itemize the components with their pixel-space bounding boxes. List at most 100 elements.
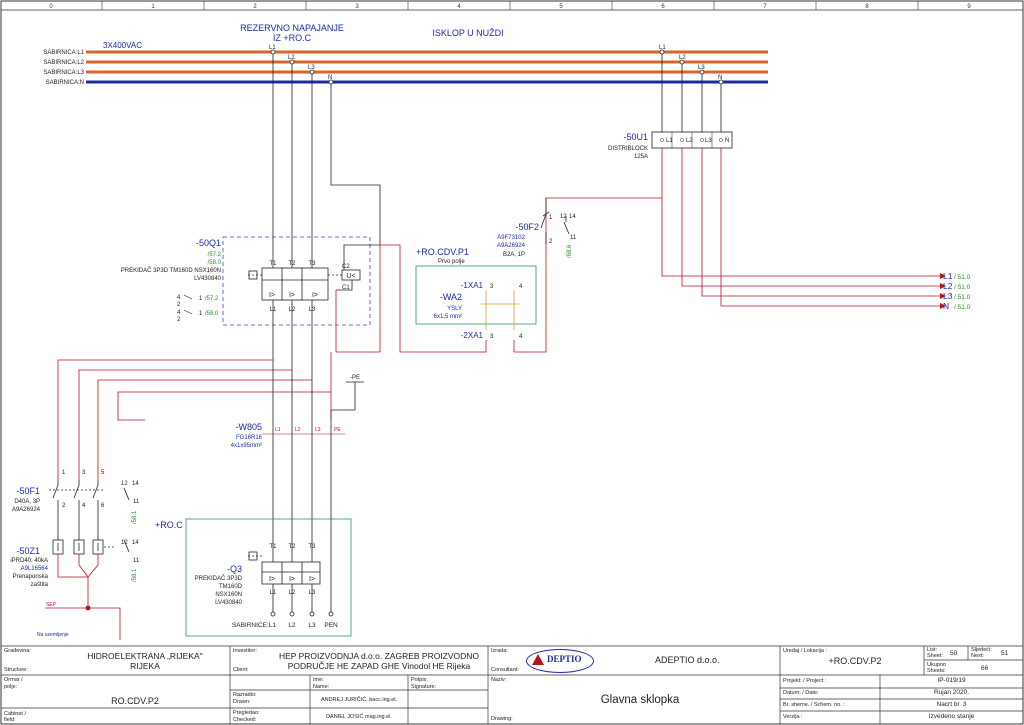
q3-term-l2: L2 xyxy=(288,622,296,629)
col-7: 7 xyxy=(763,4,767,10)
busbar-taps-right xyxy=(659,49,724,132)
q3-bot-l3: L3 xyxy=(309,590,316,596)
q1-aux1-ref: /57.2 xyxy=(205,296,219,302)
tb-list: 50 xyxy=(950,650,958,657)
tb-signature-label: Signature: xyxy=(411,684,437,690)
q1-code: LV430840 xyxy=(194,276,222,282)
busbar-l3-label: SABIRNICA:L3 xyxy=(43,70,84,76)
tap-r-l2-label: L2 xyxy=(679,55,686,61)
tap-r-n-label: N xyxy=(718,75,722,81)
q3-term-l3: L3 xyxy=(308,622,316,629)
z1-ref: /58.1 xyxy=(132,568,138,582)
field-p1-tag: +RO.CDV.P1 xyxy=(416,247,469,257)
tb-next-label: Next: xyxy=(971,653,984,659)
tb-sljedeci-label: Sljedeći: xyxy=(971,647,992,653)
field-p1-frame xyxy=(415,265,537,325)
tb-client-label: Client: xyxy=(233,667,249,673)
u1-term-n: N xyxy=(725,138,729,144)
f1-tag: -50F1 xyxy=(16,486,40,496)
q1-bot-l2: L2 xyxy=(289,307,296,313)
tb-brsheme-label: Br. sheme. / Schem. no. : xyxy=(783,702,845,708)
tb-uredaj: +RO.CDV.P2 xyxy=(828,656,882,666)
f2-tag: -50F2 xyxy=(515,222,539,232)
q1-aux1-a: 4 xyxy=(177,295,181,301)
q1-top-t2: T2 xyxy=(288,261,296,267)
column-ruler: 0 1 2 3 4 5 6 7 8 9 xyxy=(1,1,1023,11)
w805-core-pe: PE xyxy=(334,427,341,433)
w805-core-l1: L1 xyxy=(275,427,281,433)
tb-sheets-label: Sheets: xyxy=(927,668,946,674)
f2-spec: B2A, 1P xyxy=(503,252,525,258)
q3-bot-l1: L1 xyxy=(270,590,277,596)
out-l2-label: L2 xyxy=(943,281,953,291)
f2-pin-2: 2 xyxy=(549,239,553,245)
z1-aux-12: 12 xyxy=(121,540,128,546)
backup-supply-title: REZERVNO NAPAJANJE xyxy=(240,23,344,33)
z1-tag: -50Z1 xyxy=(16,546,40,556)
wa2-cores xyxy=(480,290,520,330)
f1-pin-2: 2 xyxy=(62,503,66,509)
q1-bot-l3: L3 xyxy=(309,307,316,313)
tb-polje-label: polje: xyxy=(4,684,18,690)
w805-section: 4x1x95mm² xyxy=(231,443,262,449)
f2-ref: /58.6 xyxy=(567,244,573,258)
z1-aux-14: 14 xyxy=(132,540,139,546)
q1-top-t1: T1 xyxy=(269,261,277,267)
q3-line-2: TM160D xyxy=(219,584,243,590)
tb-investitor-1: HEP PROIZVODNJA d.o.o. ZAGREB PROIZVODNO xyxy=(278,651,480,661)
tb-izrada-label: Izrada: xyxy=(491,648,508,654)
tb-brsheme: Nacrt br. 3 xyxy=(936,701,967,708)
out-n-label: N xyxy=(943,301,949,311)
tb-cabinet-label: Cabinet / xyxy=(4,711,27,717)
tb-consultant-label: Consultant: xyxy=(491,667,519,673)
out-l2-ref: / 51.0 xyxy=(954,284,971,291)
q1-aux-contacts xyxy=(183,294,193,315)
xa2-pin-3: 3 xyxy=(490,334,494,340)
tb-gradevina-label: Građevina: xyxy=(4,648,31,654)
q3-trip-2: I> xyxy=(289,576,295,583)
u1-tag: -50U1 xyxy=(623,132,648,142)
tb-naziv: Glavna sklopka xyxy=(600,694,680,706)
tb-ukupno-label: Ukupno xyxy=(927,662,946,668)
tap-l2-label: L2 xyxy=(288,55,295,61)
col-8: 8 xyxy=(865,4,869,10)
q3-top-t1: T1 xyxy=(269,544,277,550)
w805-core-l2: L2 xyxy=(295,427,301,433)
z1-aux-11: 11 xyxy=(133,558,140,564)
tb-razradio: ANDREJ JURIČIĆ, bacc.ing.el. xyxy=(320,697,398,703)
f2-pin-12: 12 xyxy=(560,214,567,220)
f1-aux-12: 12 xyxy=(121,481,128,487)
roc-frame xyxy=(185,518,352,637)
busbar-n-label: SABIRNICA:N xyxy=(46,80,84,86)
tb-gradevina: HIDROELEKTRANA „RIJEKA" xyxy=(87,651,203,661)
xa1-pin-3: 3 xyxy=(490,284,494,290)
tb-list-label: List: xyxy=(927,647,938,653)
tb-investitor-label: Investitor: xyxy=(233,648,257,654)
tb-ormar: RO.CDV.P2 xyxy=(111,696,159,706)
busbar-taps-left xyxy=(270,49,381,260)
busbar-l2-label: SABIRNICA:L2 xyxy=(43,60,84,66)
u1-outputs xyxy=(514,148,940,353)
out-l1-label: L1 xyxy=(943,271,953,281)
f2-code1: A9F73102 xyxy=(497,235,525,241)
xa2-pin-4: 4 xyxy=(519,334,523,340)
col-2: 2 xyxy=(253,4,257,10)
tb-investitor-2: PODRUČJE HE ZAPAD GHE Vinodol HE Rijeka xyxy=(287,661,471,671)
adeptio-logo: DEPTIO xyxy=(526,649,594,673)
u1-term-l1: L1 xyxy=(666,138,673,144)
breaker-50f2 xyxy=(540,198,570,244)
ground-label: Na uzemljenje xyxy=(37,632,69,638)
q1-aux1-b: 2 xyxy=(177,302,181,308)
surge-wiring xyxy=(45,554,121,640)
wa2-type: YSLY xyxy=(447,306,462,312)
col-1: 1 xyxy=(151,4,155,10)
tb-gradevina-2: RIJEKA xyxy=(130,661,160,671)
out-l1-ref: / 51.0 xyxy=(954,274,971,281)
distribution-block-50u1: L1 L2 L3 N xyxy=(651,131,733,149)
tb-pregledao-label: Pregledao: xyxy=(233,710,260,716)
f2-pin-1: 1 xyxy=(549,215,553,221)
backup-supply-source: IZ +RO.C xyxy=(273,33,312,43)
q3-trip-3: I> xyxy=(309,576,315,583)
q1-ref-1: /57.2 xyxy=(208,252,222,258)
